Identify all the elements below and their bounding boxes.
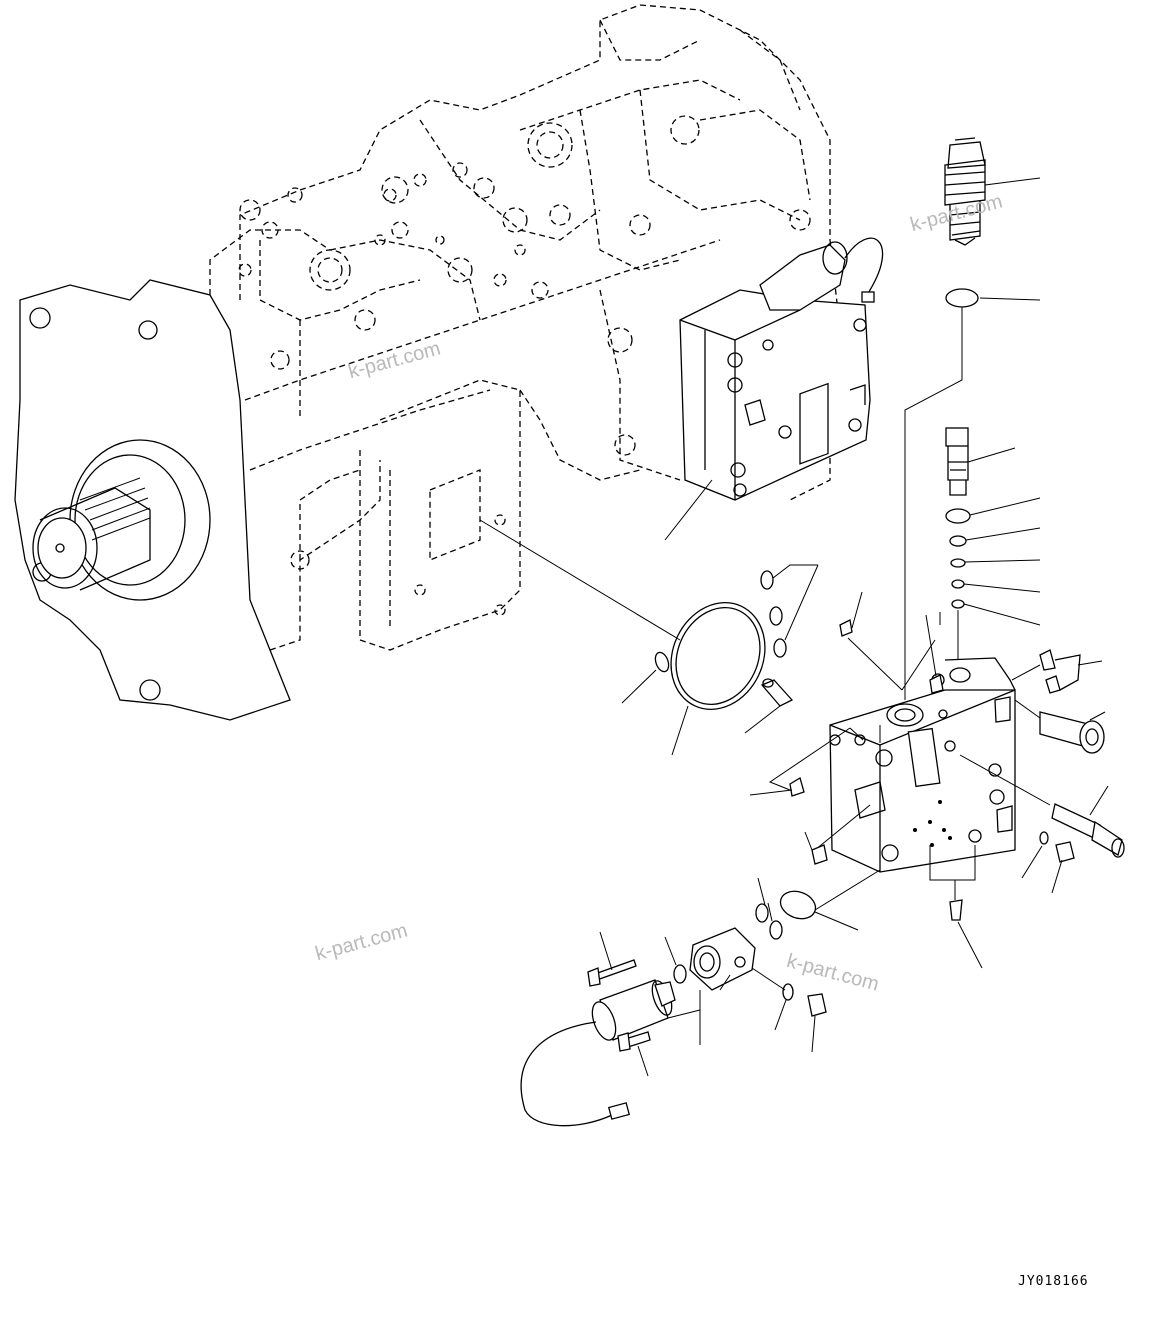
main-pump-body [14,4,841,721]
relief-valve-cartridge [944,137,1041,246]
drawing-code: JY018166 [1018,1274,1089,1289]
block-lines [749,664,1051,969]
lower-valve-block [829,657,1016,873]
dowel-pin [744,678,794,734]
o-ring-upper [945,288,1041,308]
gasket [479,519,766,756]
upper-control-valve [679,237,884,501]
check-valve-plug [945,427,1016,496]
leader-lines [664,479,941,743]
right-fittings [1021,649,1125,894]
lower-solenoid-assembly [520,869,881,1127]
seal-ring-stack [945,497,1041,626]
plugs-top [839,591,944,694]
o-rings-left [621,564,819,704]
